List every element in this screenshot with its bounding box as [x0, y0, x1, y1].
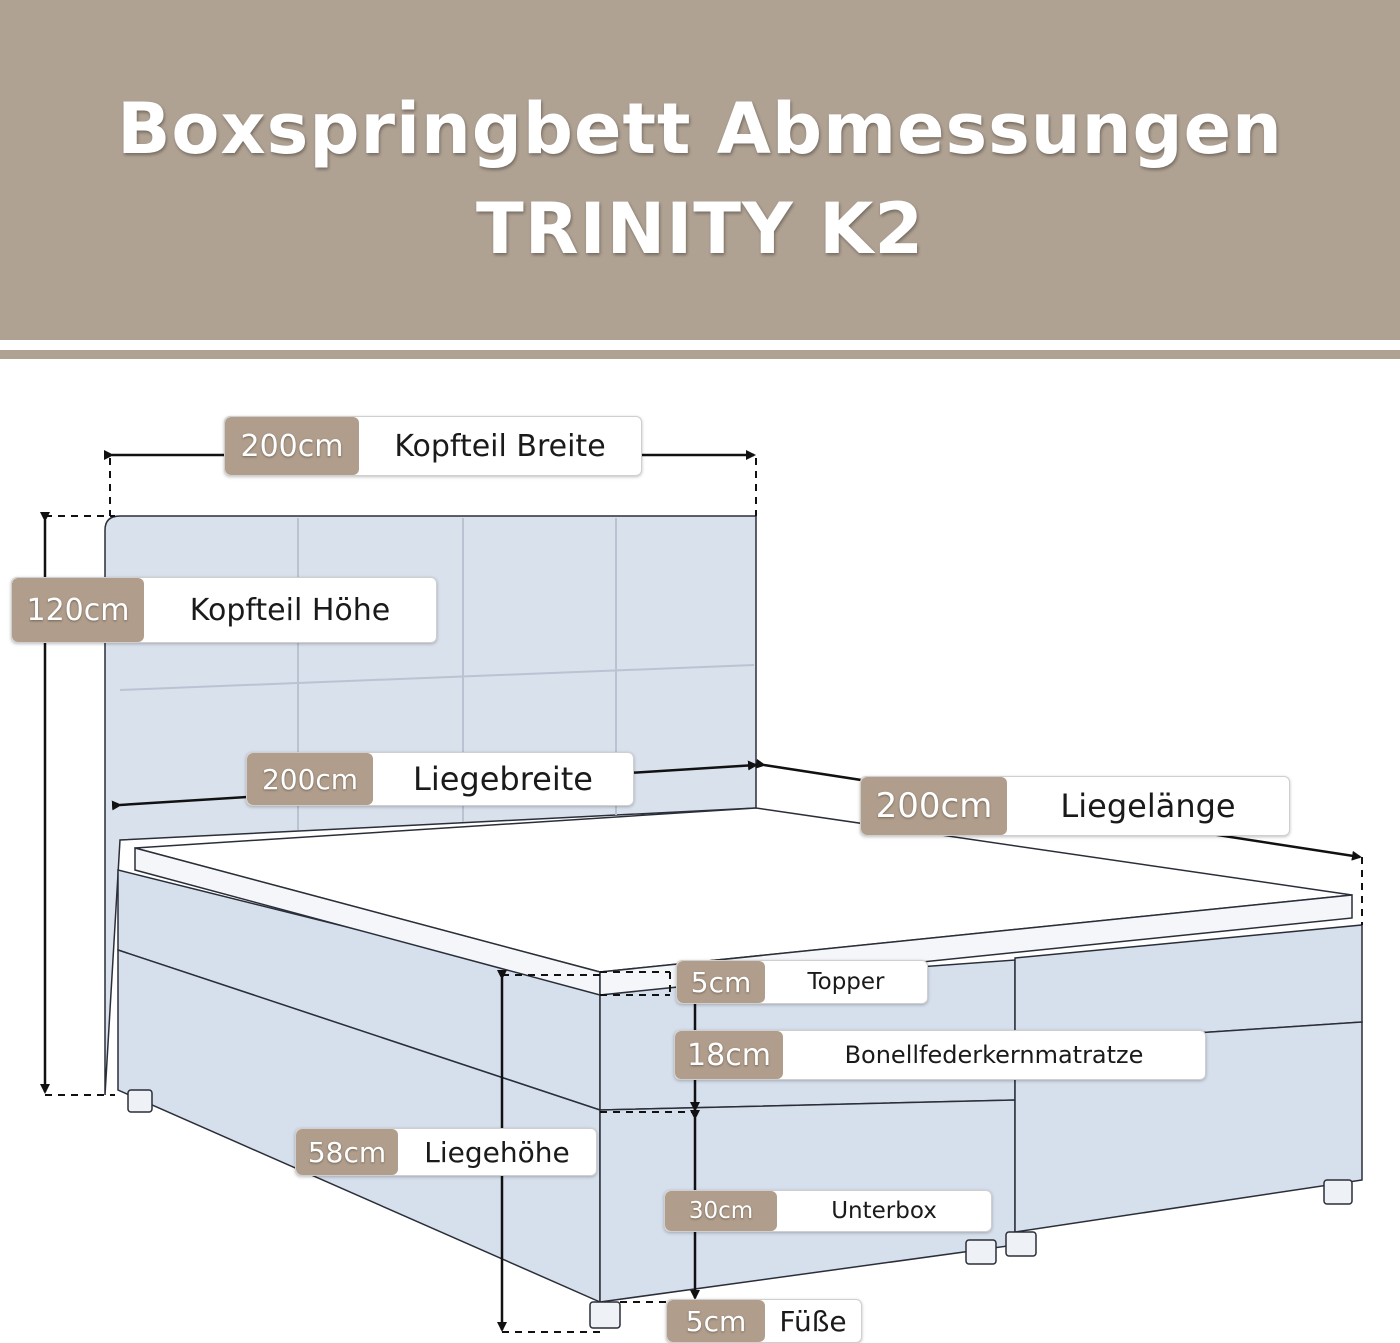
dimension-guides: [45, 458, 1363, 1333]
label-topper: 5cm Topper: [676, 960, 928, 1004]
value-badge: 58cm: [296, 1129, 398, 1175]
label-liegehoehe: 58cm Liegehöhe: [295, 1128, 597, 1176]
value-badge: 5cm: [677, 961, 765, 1003]
label-text: Füße: [779, 1304, 847, 1338]
label-fuesse: 5cm Füße: [666, 1299, 862, 1343]
value-badge: 200cm: [247, 753, 373, 805]
header-divider: [0, 350, 1400, 359]
value-badge: 120cm: [12, 578, 144, 642]
value-badge: 18cm: [675, 1031, 783, 1079]
label-text: Kopfteil Breite: [394, 428, 606, 464]
label-text: Kopfteil Höhe: [189, 592, 391, 628]
label-text: Liegebreite: [413, 760, 593, 798]
label-kopfteil-hoehe: 120cm Kopfteil Höhe: [11, 577, 437, 643]
bed-feet: [127, 1089, 1353, 1329]
label-liegebreite: 200cm Liegebreite: [246, 752, 634, 806]
value-badge: 30cm: [665, 1191, 777, 1231]
label-text: Topper: [807, 969, 885, 995]
label-kopfteil-breite: 200cm Kopfteil Breite: [224, 416, 642, 476]
header-banner: Boxspringbett Abmessungen TRINITY K2: [0, 0, 1400, 340]
value-badge: 5cm: [667, 1300, 765, 1342]
label-text: Bonellfederkernmatratze: [844, 1041, 1144, 1069]
label-matratze: 18cm Bonellfederkernmatratze: [674, 1030, 1206, 1080]
label-text: Unterbox: [831, 1198, 937, 1224]
label-liegelaenge: 200cm Liegelänge: [860, 776, 1290, 836]
value-badge: 200cm: [861, 777, 1007, 835]
page-title: Boxspringbett Abmessungen: [117, 88, 1283, 170]
label-text: Liegehöhe: [424, 1135, 570, 1169]
label-text: Liegelänge: [1060, 787, 1236, 825]
value-badge: 200cm: [225, 417, 359, 475]
label-unterbox: 30cm Unterbox: [664, 1190, 992, 1232]
product-name: TRINITY K2: [475, 188, 925, 270]
